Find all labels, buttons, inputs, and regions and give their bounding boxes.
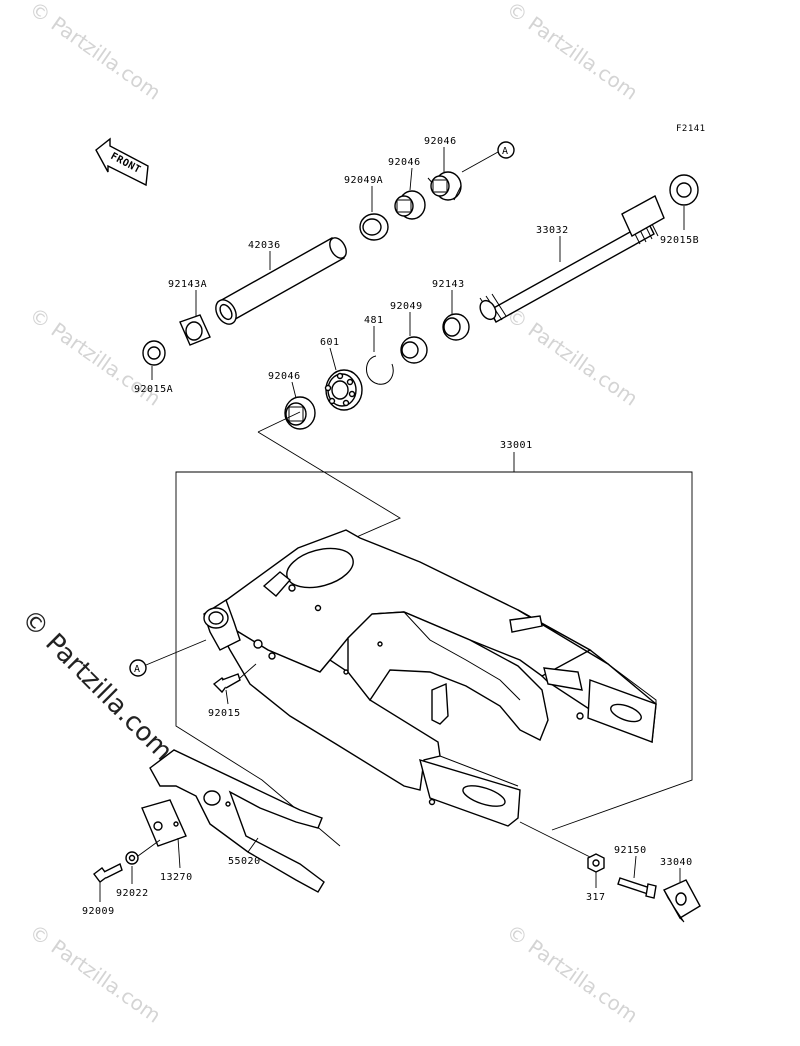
part-label: 55020 bbox=[228, 856, 261, 867]
front-arrow: FRONT bbox=[95, 137, 149, 187]
nut-92015A bbox=[142, 340, 166, 366]
nut-317 bbox=[587, 853, 605, 873]
sleeve-42036 bbox=[215, 237, 347, 325]
chain-guard-55020 bbox=[149, 749, 325, 893]
part-label: 92015B bbox=[660, 235, 699, 246]
part-label: 33032 bbox=[536, 225, 569, 236]
part-label: 13270 bbox=[160, 872, 193, 883]
part-labels: 92046 92046 92049A 42036 92143A 92015A 3… bbox=[82, 136, 699, 917]
needle-bearing-92046-top bbox=[427, 171, 462, 201]
part-label: 601 bbox=[320, 337, 340, 348]
part-label: 481 bbox=[364, 315, 384, 326]
oil-seal-92049A bbox=[359, 213, 389, 241]
part-label: 92015A bbox=[134, 384, 173, 395]
part-label: 92049 bbox=[390, 301, 423, 312]
ref-marker-top: A bbox=[461, 141, 515, 173]
bolt-92015 bbox=[212, 663, 257, 694]
part-label: 92009 bbox=[82, 906, 115, 917]
part-label: 92150 bbox=[614, 845, 647, 856]
part-label: 33040 bbox=[660, 857, 693, 868]
needle-bearing-92046-lower bbox=[284, 396, 316, 430]
needle-bearing-92046-mid bbox=[394, 190, 426, 220]
ref-marker-bottom: A bbox=[129, 639, 207, 677]
watermark: © Partzilla.com bbox=[25, 919, 165, 1027]
figure-code: F2141 bbox=[676, 124, 706, 134]
oil-seal-92049 bbox=[400, 336, 428, 364]
watermark: © Partzilla.com bbox=[502, 0, 642, 105]
collar-92143A bbox=[179, 314, 211, 346]
part-label: 92143 bbox=[432, 279, 465, 290]
part-label: 92046 bbox=[268, 371, 301, 382]
part-label: 92015 bbox=[208, 708, 241, 719]
part-label: 92049A bbox=[344, 175, 383, 186]
collar-92143 bbox=[442, 313, 470, 341]
adjuster-33040 bbox=[663, 879, 701, 923]
ref-marker-label: A bbox=[502, 146, 509, 157]
washer-92022 bbox=[125, 839, 161, 865]
leader-lines bbox=[99, 147, 685, 902]
swing-arm-33001 bbox=[203, 529, 657, 827]
ball-bearing-601 bbox=[324, 369, 363, 411]
watermark-main: © Partzilla.com bbox=[15, 604, 178, 767]
part-label: 42036 bbox=[248, 240, 281, 251]
watermark: © Partzilla.com bbox=[502, 919, 642, 1027]
pivot-shaft-33032 bbox=[479, 195, 665, 323]
ref-marker-label: A bbox=[134, 664, 141, 675]
part-label: 92046 bbox=[424, 136, 457, 147]
watermark: © Partzilla.com bbox=[25, 0, 165, 105]
part-label: 317 bbox=[586, 892, 606, 903]
part-label: 92143A bbox=[168, 279, 207, 290]
bolt-92150 bbox=[617, 877, 657, 899]
watermark: © Partzilla.com bbox=[502, 302, 642, 410]
part-label: 92046 bbox=[388, 157, 421, 168]
part-label: 92022 bbox=[116, 888, 149, 899]
assembly-label: 33001 bbox=[500, 440, 533, 451]
screw-92009 bbox=[93, 863, 123, 883]
circlip-481 bbox=[366, 355, 394, 385]
plate-13270 bbox=[141, 799, 187, 847]
nut-92015B bbox=[669, 174, 699, 206]
